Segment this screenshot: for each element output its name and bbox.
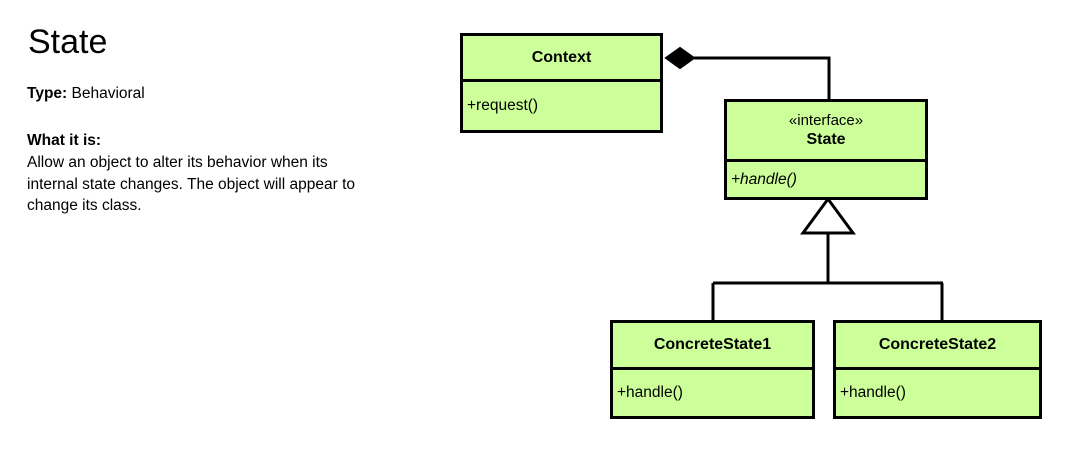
uml-class-context-header: Context [463, 36, 660, 82]
uml-member-handle-concretestate1: +handle() [617, 384, 683, 402]
uml-class-concretestate2-name: ConcreteState2 [878, 336, 997, 354]
uml-class-concretestate1-members: +handle() [613, 370, 812, 416]
uml-class-context[interactable]: Context +request() [460, 33, 663, 133]
generalization-concretestates-state [711, 196, 944, 321]
uml-class-concretestate1-name: ConcreteState1 [653, 336, 772, 354]
uml-class-concretestate2-members: +handle() [836, 370, 1039, 416]
uml-class-context-name: Context [531, 48, 592, 66]
what-it-is-body: Allow an object to alter its behavior wh… [27, 154, 355, 214]
uml-member-handle-abstract: +handle() [731, 171, 797, 189]
page-title: State [28, 23, 108, 61]
filled-diamond-icon [664, 46, 696, 70]
hollow-triangle-icon [800, 196, 856, 235]
uml-class-context-members: +request() [463, 82, 660, 130]
uml-class-concretestate2-header: ConcreteState2 [836, 323, 1039, 370]
uml-class-concretestate1-header: ConcreteState1 [613, 323, 812, 370]
what-it-is-heading: What it is: [27, 132, 102, 149]
pattern-type-line: Type: Behavioral [27, 84, 426, 104]
uml-class-state-header: «interface» State [727, 102, 925, 163]
uml-class-state-name: State [806, 131, 846, 149]
pattern-info-panel: State Type: Behavioral What it is: Allow… [26, 22, 426, 217]
pattern-type-value: Behavioral [71, 85, 145, 102]
uml-class-concretestate2[interactable]: ConcreteState2 +handle() [833, 320, 1042, 419]
uml-class-concretestate1[interactable]: ConcreteState1 +handle() [610, 320, 815, 419]
composition-context-state [664, 46, 831, 99]
uml-class-state-members: +handle() [727, 162, 925, 197]
pattern-type-label: Type: [27, 85, 72, 102]
uml-member-handle-concretestate2: +handle() [840, 384, 906, 402]
uml-member-request: +request() [467, 97, 539, 115]
uml-class-state-stereotype: «interface» [788, 112, 864, 130]
uml-class-state[interactable]: «interface» State +handle() [724, 99, 928, 200]
